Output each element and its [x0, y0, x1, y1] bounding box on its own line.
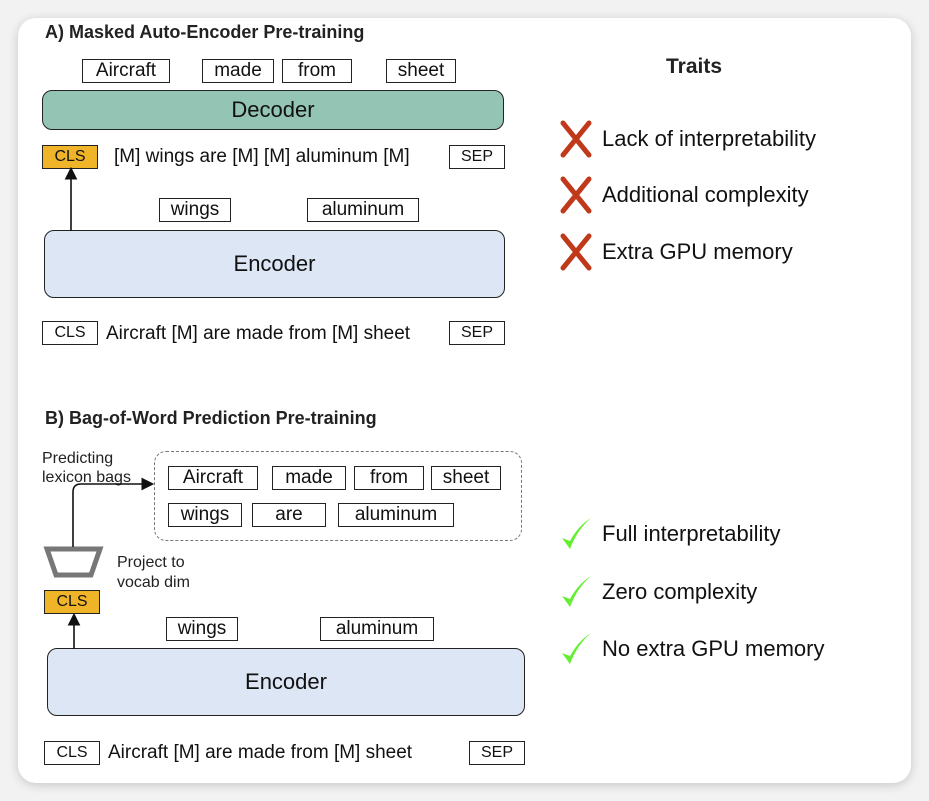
trait-text: Additional complexity [602, 182, 809, 207]
cls-token-b: CLS [44, 590, 100, 614]
trait-positive: No extra GPU memory [560, 631, 825, 667]
encoder-block-a: Encoder [44, 230, 505, 298]
trait-negative: Lack of interpretability [560, 120, 816, 158]
encoder-output-token: aluminum [320, 617, 434, 641]
section-a-title: A) Masked Auto-Encoder Pre-training [45, 22, 365, 42]
input-sep-token-b: SEP [469, 741, 525, 765]
input-sep-token: SEP [449, 321, 505, 345]
trait-text: Extra GPU memory [602, 239, 793, 264]
check-icon [562, 518, 591, 549]
bag-token: aluminum [338, 503, 454, 527]
section-b-title: B) Bag-of-Word Prediction Pre-training [45, 408, 377, 428]
bag-token: Aircraft [168, 466, 258, 490]
bag-token: wings [168, 503, 242, 527]
encoder-block-b: Encoder [47, 648, 525, 716]
bag-token: are [252, 503, 326, 527]
decoder-output-token: made [202, 59, 274, 83]
encoder-output-token: wings [166, 617, 238, 641]
trait-text: Full interpretability [602, 521, 781, 546]
trait-text: Zero complexity [602, 579, 758, 604]
sep-token: SEP [449, 145, 505, 169]
cross-icon [560, 233, 592, 271]
check-icon [562, 576, 591, 607]
masked-sequence: [M] wings are [M] [M] aluminum [M] [114, 146, 410, 167]
bag-token: made [272, 466, 346, 490]
encoder-output-token: wings [159, 198, 231, 222]
trait-positive: Full interpretability [560, 516, 781, 552]
decoder-output-token: Aircraft [82, 59, 170, 83]
trait-positive: Zero complexity [560, 574, 757, 610]
decoder-block: Decoder [42, 90, 504, 130]
check-icon [562, 633, 591, 664]
traits-title: Traits [666, 55, 723, 78]
cls-token: CLS [42, 145, 98, 169]
project-label-line1: Project to [117, 554, 185, 571]
bag-token: sheet [431, 466, 501, 490]
trait-text: No extra GPU memory [602, 636, 825, 661]
cross-icon [560, 176, 592, 214]
encoder-output-token: aluminum [307, 198, 419, 222]
lexicon-bag [154, 451, 522, 541]
input-sequence: Aircraft [M] are made from [M] sheet [106, 323, 411, 344]
input-cls-token-b: CLS [44, 741, 100, 765]
project-label-line2: vocab dim [117, 574, 190, 591]
trait-negative: Additional complexity [560, 176, 809, 214]
trait-text: Lack of interpretability [602, 126, 816, 151]
bag-token: from [354, 466, 424, 490]
cross-icon [560, 120, 592, 158]
predicting-label-line2: lexicon bags [42, 469, 131, 486]
decoder-output-token: from [282, 59, 352, 83]
trait-negative: Extra GPU memory [560, 233, 793, 271]
input-cls-token: CLS [42, 321, 98, 345]
predicting-label-line1: Predicting [42, 450, 114, 467]
input-sequence-b: Aircraft [M] are made from [M] sheet [108, 742, 413, 763]
decoder-output-token: sheet [386, 59, 456, 83]
